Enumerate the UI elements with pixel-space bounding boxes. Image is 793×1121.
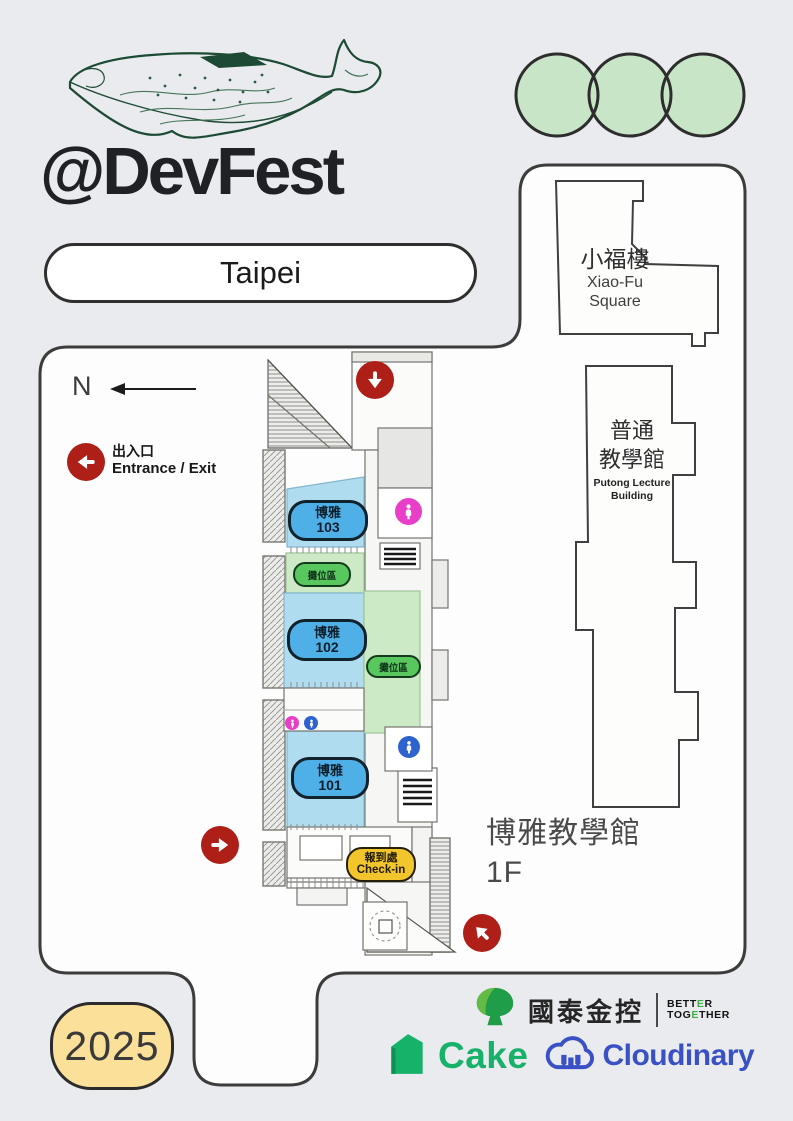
room-pill-101: 博雅 101 xyxy=(291,757,369,799)
whale-illustration xyxy=(68,38,382,139)
nav-arrow-right-icon xyxy=(201,826,239,864)
compass-north-label: N xyxy=(72,371,92,401)
city-pill: Taipei xyxy=(44,243,477,303)
putong-name-en1: Putong Lecture xyxy=(593,477,671,489)
room-103-number: 103 xyxy=(316,519,340,535)
entrance-label-en: Entrance / Exit xyxy=(112,460,217,477)
sponsor-divider xyxy=(656,993,659,1027)
checkin-pill: 報到處 Check-in xyxy=(346,847,416,882)
cloudinary-name: Cloudinary xyxy=(602,1039,755,1072)
cake-name: Cake xyxy=(438,1035,529,1076)
room-103-name: 博雅 xyxy=(314,505,341,520)
campus-buildings xyxy=(554,180,719,808)
room-101-number: 101 xyxy=(318,776,342,793)
room-pill-103: 博雅 103 xyxy=(288,500,368,541)
entrance-legend: 出入口 Entrance / Exit xyxy=(112,442,216,478)
sponsor-row-cake-cloudinary: Cake Cloudinary xyxy=(388,1031,755,1082)
nav-arrow-down-icon xyxy=(356,361,394,399)
room-102-number: 102 xyxy=(315,638,339,655)
room-102-name: 博雅 xyxy=(313,624,340,640)
city-label: Taipei xyxy=(220,255,301,290)
green-circles-decoration xyxy=(514,52,746,138)
xiaofu-name-en2: Square xyxy=(589,293,641,310)
better-together-logo: BETTER TOGETHER xyxy=(667,999,730,1021)
bt-green-e: E xyxy=(696,998,705,1010)
xiaofu-building-outline xyxy=(554,180,719,347)
xiaofu-name-en1: Xiao-Fu xyxy=(586,274,644,291)
booth-area-label: 攤位區 xyxy=(379,662,408,674)
cloudinary-cloud-icon xyxy=(542,1033,598,1080)
year-label: 2025 xyxy=(64,1022,160,1069)
compass-arrow xyxy=(110,383,196,395)
sponsor-row-cathay: 國泰金控 BETTER TOGETHER xyxy=(472,986,730,1035)
cathay-name: 國泰金控 xyxy=(528,996,645,1027)
xiaofu-building-label: 小福樓 Xiao-Fu Square xyxy=(550,246,680,311)
entrance-arrow-icon xyxy=(67,443,105,481)
venue-floor: 1F xyxy=(486,856,524,889)
xiaofu-name-zh: 小福樓 xyxy=(580,246,650,272)
venue-label: 博雅教學館 1F xyxy=(486,814,641,892)
cathay-tree-icon xyxy=(472,986,518,1035)
checkin-label-zh: 報到處 xyxy=(364,852,398,864)
room-101-name: 博雅 xyxy=(316,762,343,778)
event-title: @DevFest xyxy=(40,134,345,209)
year-badge: 2025 xyxy=(50,1002,174,1090)
restroom-women-icon xyxy=(395,498,422,525)
entrance-label-zh: 出入口 xyxy=(112,443,154,459)
checkin-label-en: Check-in xyxy=(356,864,406,876)
venue-name: 博雅教學館 xyxy=(486,817,641,850)
bt-text: TOG xyxy=(667,1009,692,1021)
bt-text: BETT xyxy=(667,998,697,1010)
restroom-women-small-icon xyxy=(285,716,299,730)
nav-arrow-up-left-icon xyxy=(463,914,501,952)
bt-text: R xyxy=(704,998,713,1010)
putong-name-zh1: 普通 xyxy=(609,418,654,443)
booth-area-label: 攤位區 xyxy=(307,570,337,582)
booth-area-pill-upper: 攤位區 xyxy=(293,562,351,587)
putong-building-outline xyxy=(575,365,699,808)
cake-logo-icon xyxy=(388,1031,426,1082)
bt-green-e: E xyxy=(691,1009,699,1021)
putong-name-en2: Building xyxy=(611,490,653,502)
putong-building-label: 普通 教學館 Putong Lecture Building xyxy=(577,416,687,503)
bt-text: THER xyxy=(698,1009,730,1021)
putong-name-zh2: 教學館 xyxy=(598,447,665,472)
restroom-men-small-icon xyxy=(304,716,318,730)
booth-area-pill-lower: 攤位區 xyxy=(366,655,421,678)
room-pill-102: 博雅 102 xyxy=(287,619,367,661)
restroom-men-icon xyxy=(398,736,420,758)
